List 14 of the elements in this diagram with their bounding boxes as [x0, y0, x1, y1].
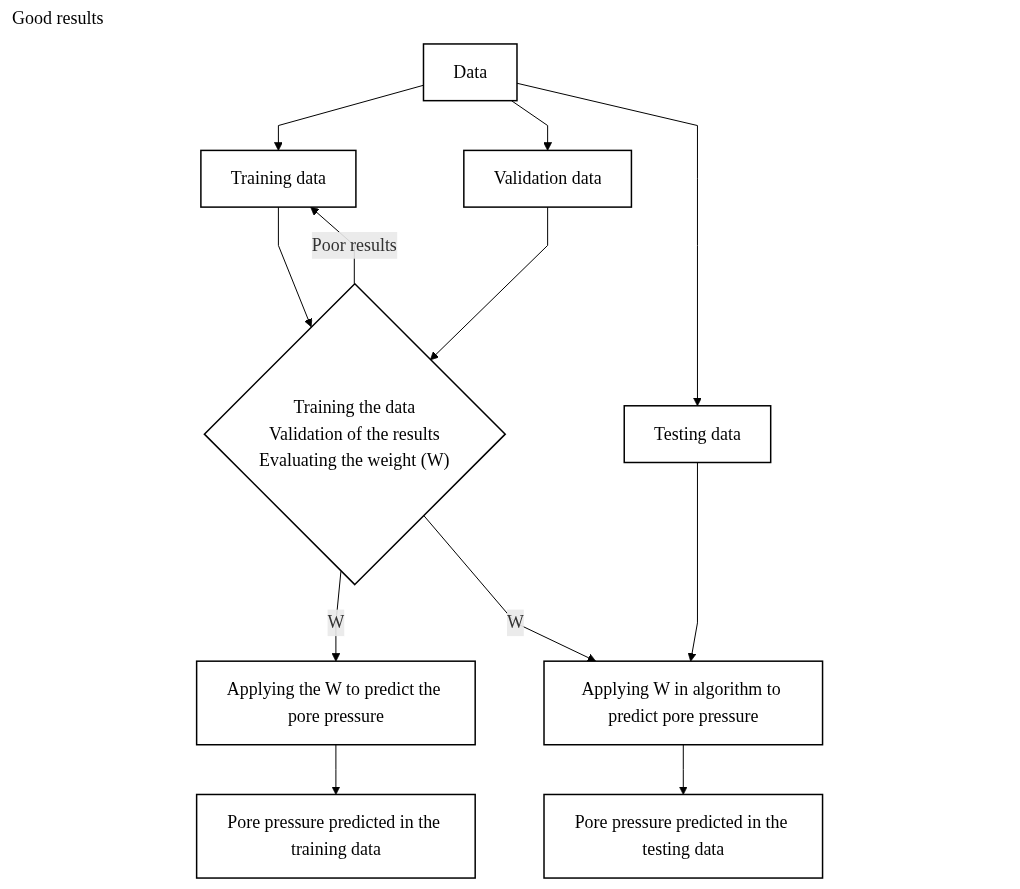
node-box: Data — [423, 43, 519, 102]
node-box: Applying W in algorithm to predict pore pressure — [543, 660, 824, 746]
edge-label: Poor results — [312, 234, 398, 255]
node-box: Testing data — [623, 405, 772, 464]
node-box: Training data — [200, 149, 358, 208]
node-box: Validation data — [463, 149, 633, 208]
note-text: Good results — [12, 8, 104, 29]
node-box: Pore pressure predicted in the training data — [196, 793, 477, 879]
edge-label: W — [327, 612, 345, 633]
node-box: Applying the W to predict the pore pressure — [196, 660, 477, 746]
arrow — [430, 206, 549, 361]
node-box: Pore pressure predicted in the testing data — [543, 793, 824, 879]
node-diamond: Training the data Validation of the results Evaluating the weight (W) — [203, 282, 507, 586]
edge-label: W — [507, 612, 525, 633]
